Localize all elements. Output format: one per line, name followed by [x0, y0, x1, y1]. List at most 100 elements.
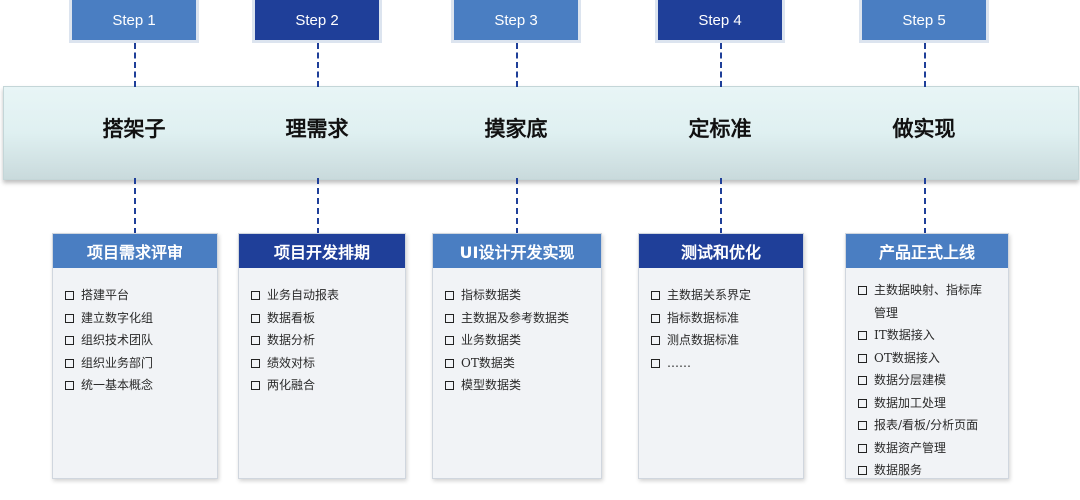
phase-label-3: 摸家底: [484, 117, 548, 141]
connector-top-4: [720, 43, 722, 87]
checkbox-icon: [65, 358, 74, 368]
task-card-title-4: 测试和优化: [639, 234, 803, 268]
phase-label-4: 定标准: [688, 117, 752, 141]
checkbox-icon: [251, 313, 260, 323]
task-item-text: IT数据接入: [874, 328, 935, 342]
connector-top-5: [924, 43, 926, 87]
task-item: 报表/看板/分析页面: [858, 414, 1008, 437]
checkbox-icon: [251, 336, 260, 345]
task-card-5: 产品正式上线 主数据映射、指标库 管理 IT数据接入 OT数据接入 数据分层建模…: [845, 233, 1009, 479]
task-item: 指标数据类: [445, 284, 601, 307]
task-item-text: 报表/看板/分析页面: [874, 418, 979, 432]
checkbox-icon: [858, 398, 867, 408]
task-item-text: 数据服务: [874, 463, 923, 477]
task-item-text: 数据资产管理: [874, 440, 947, 455]
task-card-2: 项目开发排期 业务自动报表 数据看板 数据分析 绩效对标 两化融合: [238, 233, 406, 479]
task-card-4: 测试和优化 主数据关系界定 指标数据标准 测点数据标准 ……: [638, 233, 804, 479]
task-item: 数据资产管理: [858, 437, 1008, 460]
task-item: 测点数据标准: [651, 329, 803, 352]
connector-bottom-2: [317, 178, 319, 234]
task-item: OT数据类: [445, 352, 601, 375]
task-item: 数据看板: [251, 307, 405, 330]
task-item: 业务自动报表: [251, 284, 405, 307]
task-item-text: 数据看板: [267, 310, 316, 325]
task-item-text: 两化融合: [267, 378, 316, 392]
task-item: 建立数字化组: [65, 307, 217, 330]
checkbox-icon: [445, 291, 454, 300]
task-item: IT数据接入: [858, 324, 1008, 347]
phase-band: [3, 86, 1079, 180]
task-item-text: OT数据类: [461, 355, 515, 370]
step-label-1: Step 1: [72, 0, 196, 40]
task-item-text: 主数据映射、指标库: [874, 283, 983, 297]
task-item: OT数据接入: [858, 347, 1008, 370]
checkbox-icon: [251, 291, 260, 300]
task-item: 数据服务: [858, 459, 1008, 482]
task-item: 搭建平台: [65, 284, 217, 307]
task-list-2: 业务自动报表 数据看板 数据分析 绩效对标 两化融合: [239, 268, 405, 397]
checkbox-icon: [858, 353, 867, 363]
task-list-1: 搭建平台 建立数字化组 组织技术团队 组织业务部门 统一基本概念: [53, 268, 217, 397]
task-card-3: UI设计开发实现 指标数据类 主数据及参考数据类 业务数据类 OT数据类 模型数…: [432, 233, 602, 479]
task-card-title-5: 产品正式上线: [846, 234, 1008, 268]
task-item-text: 业务数据类: [461, 333, 522, 347]
task-item: 主数据映射、指标库: [858, 279, 1008, 302]
task-item-continuation: 管理: [858, 302, 1008, 325]
phase-label-1: 搭架子: [102, 117, 166, 141]
checkbox-icon: [651, 358, 660, 368]
task-item-text: 业务自动报表: [267, 288, 340, 302]
task-card-title-2: 项目开发排期: [239, 234, 405, 268]
task-item-text: 数据分析: [267, 333, 316, 347]
checkbox-icon: [858, 376, 867, 385]
checkbox-icon: [65, 336, 74, 345]
task-item-text: ……: [667, 355, 691, 370]
checkbox-icon: [445, 381, 454, 390]
phase-label-2: 理需求: [285, 117, 349, 141]
task-item: ……: [651, 352, 803, 375]
task-list-3: 指标数据类 主数据及参考数据类 业务数据类 OT数据类 模型数据类: [433, 268, 601, 397]
task-card-title-3: UI设计开发实现: [433, 234, 601, 268]
task-item: 两化融合: [251, 374, 405, 397]
task-item: 业务数据类: [445, 329, 601, 352]
checkbox-icon: [651, 291, 660, 300]
task-item-text: 建立数字化组: [81, 310, 154, 325]
task-item-text: 主数据及参考数据类: [461, 310, 570, 325]
task-item: 主数据关系界定: [651, 284, 803, 307]
connector-bottom-3: [516, 178, 518, 234]
task-item-text: 管理: [874, 305, 899, 320]
task-card-title-1: 项目需求评审: [53, 234, 217, 268]
checkbox-icon: [65, 313, 74, 323]
phase-label-5: 做实现: [892, 117, 956, 141]
task-list-4: 主数据关系界定 指标数据标准 测点数据标准 ……: [639, 268, 803, 374]
task-item: 统一基本概念: [65, 374, 217, 397]
task-card-1: 项目需求评审 搭建平台 建立数字化组 组织技术团队 组织业务部门 统一基本概念: [52, 233, 218, 479]
checkbox-icon: [858, 421, 867, 430]
task-item-text: 绩效对标: [267, 355, 316, 370]
task-item: 组织业务部门: [65, 352, 217, 375]
task-item: 指标数据标准: [651, 307, 803, 330]
task-item-text: 指标数据标准: [667, 310, 740, 325]
task-item-text: 组织业务部门: [81, 355, 154, 370]
connector-bottom-4: [720, 178, 722, 234]
step-label-4: Step 4: [658, 0, 782, 40]
step-label-2: Step 2: [255, 0, 379, 40]
step-label-5: Step 5: [862, 0, 986, 40]
task-item-text: 搭建平台: [81, 288, 130, 302]
checkbox-icon: [251, 381, 260, 390]
task-item: 组织技术团队: [65, 329, 217, 352]
checkbox-icon: [445, 336, 454, 345]
connector-top-3: [516, 43, 518, 87]
checkbox-icon: [858, 443, 867, 453]
connector-top-2: [317, 43, 319, 87]
step-label-3: Step 3: [454, 0, 578, 40]
checkbox-icon: [651, 336, 660, 345]
task-item-text: 测点数据标准: [667, 333, 740, 347]
connector-bottom-1: [134, 178, 136, 234]
connector-top-1: [134, 43, 136, 87]
task-item: 数据加工处理: [858, 392, 1008, 415]
task-item: 主数据及参考数据类: [445, 307, 601, 330]
checkbox-icon: [251, 358, 260, 368]
task-item: 绩效对标: [251, 352, 405, 375]
task-item-text: OT数据接入: [874, 350, 940, 365]
